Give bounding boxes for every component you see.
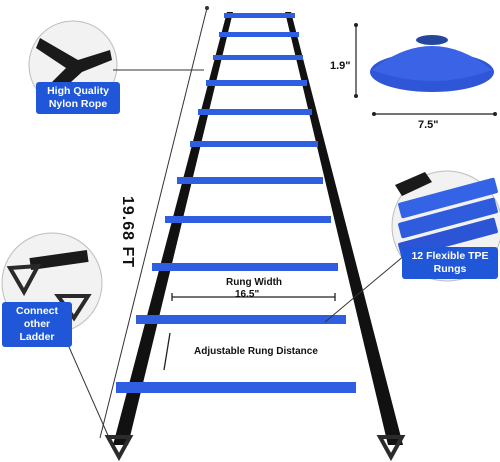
rung-distance-text: Adjustable Rung Distance <box>194 346 318 357</box>
cone-height-text: 1.9" <box>330 60 351 72</box>
connect-ladder-label: Connect other Ladder <box>2 302 72 347</box>
rung <box>206 80 307 86</box>
rung <box>213 55 303 60</box>
right-strap <box>285 12 403 445</box>
rung-distance-line <box>163 332 171 371</box>
rung <box>136 315 346 324</box>
rung <box>116 382 356 393</box>
rung-width-title: Rung Width <box>226 277 283 288</box>
rung-width-value: 16.5" <box>235 289 260 300</box>
rung-strap-image <box>395 172 432 196</box>
right-triangle-connector <box>376 435 406 462</box>
ladder-straps <box>113 12 403 445</box>
left-triangle-connector <box>104 435 134 462</box>
rungs-pointer <box>324 254 406 323</box>
rung <box>165 216 331 223</box>
rung <box>224 13 295 18</box>
left-strap <box>113 12 233 445</box>
nylon-rope-label: High Quality Nylon Rope <box>36 82 120 114</box>
rung <box>190 141 318 147</box>
rung <box>219 32 299 37</box>
rung-stack-image <box>398 177 498 219</box>
rung <box>177 177 323 184</box>
length-guide-dot <box>205 6 209 10</box>
cone-width-text: 7.5" <box>418 119 439 131</box>
connector-triangle-image <box>6 263 42 297</box>
length-guide-line <box>99 7 208 439</box>
ladder-rungs <box>116 13 356 393</box>
cone-width-dot <box>372 112 376 116</box>
rung <box>152 263 338 271</box>
rung-stack-image <box>398 197 498 239</box>
rung <box>198 109 312 115</box>
cone-height-dot <box>354 23 358 27</box>
tpe-rungs-label: 12 Flexible TPE Rungs <box>402 247 498 279</box>
cone-height-dot <box>354 94 358 98</box>
cone-width-dot <box>493 112 497 116</box>
connector-strap-image <box>29 250 89 270</box>
agility-cone <box>370 35 494 92</box>
ladder-length-text: 19.68 FT <box>119 196 136 269</box>
rope-strap-image <box>36 38 112 92</box>
